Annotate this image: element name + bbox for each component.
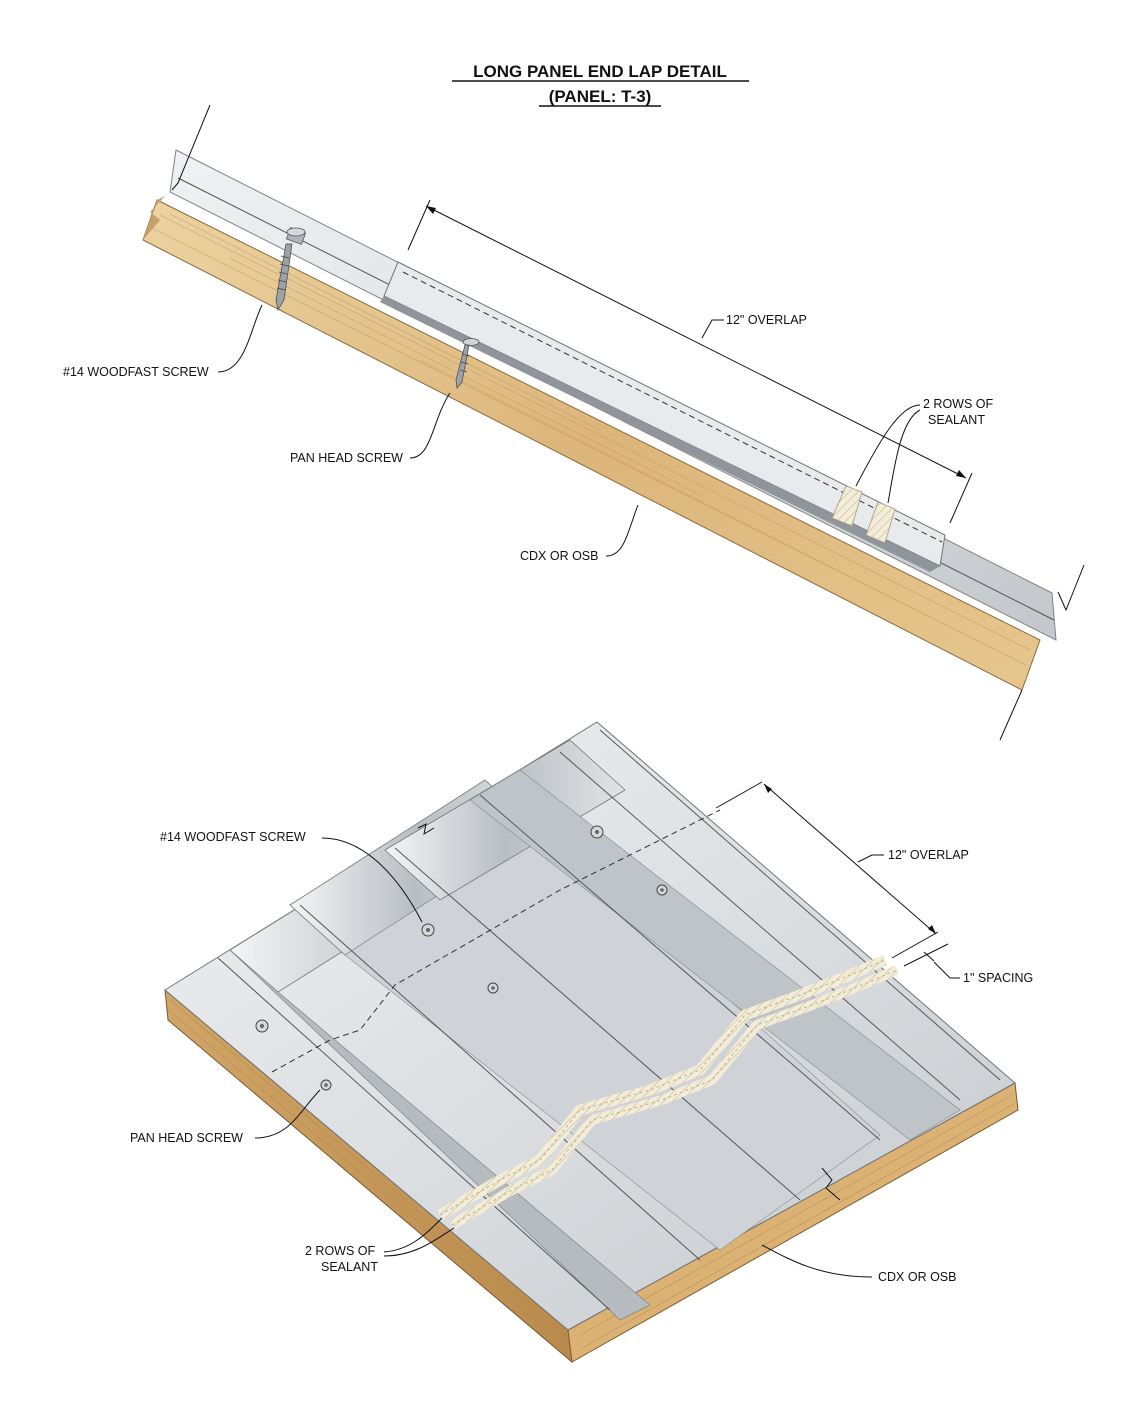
bottom-isometric-detail: #14 WOODFAST SCREW 12" OVERLAP 1" SPACIN… [130,721,1033,1364]
bottom-woodfast-screw-3 [255,1019,269,1033]
top-label-pan-head-screw: PAN HEAD SCREW [290,451,403,465]
top-upper-lap-panel [383,261,946,567]
bottom-sealant-bands [437,954,899,1230]
top-sealant-beads [831,485,896,544]
top-wood-break-left [143,196,165,240]
bottom-label-overlap: 12" OVERLAP [888,848,969,862]
top-label-overlap: 12" OVERLAP [726,313,807,327]
title-line-2: (PANEL: T-3) [549,87,652,106]
bottom-screw-heads [255,825,668,1091]
bottom-wood-grain [167,999,1015,1351]
bottom-break-top [417,823,435,836]
top-woodfast-screw [275,227,307,311]
bottom-fastener-line [271,809,721,1073]
bottom-pan-head-screw-3 [656,884,668,896]
bottom-label-sealant-line-2: SEALANT [321,1260,378,1274]
bottom-label-woodfast-screw: #14 WOODFAST SCREW [160,830,306,844]
bottom-woodfast-screw-2 [590,825,604,839]
top-label-sealant-line-1: 2 ROWS OF [923,397,994,411]
top-wood-grain [151,213,1031,666]
bottom-woodfast-screw-1 [421,923,435,937]
top-label-substrate: CDX OR OSB [520,549,599,563]
bottom-label-substrate: CDX OR OSB [878,1270,957,1284]
bottom-panel-ribs [217,729,1001,1321]
top-label-woodfast-screw: #14 WOODFAST SCREW [63,365,209,379]
bottom-pan-head-screw-1 [320,1079,332,1091]
top-pan-head-screw [455,338,480,389]
drawing-title: LONG PANEL END LAP DETAIL (PANEL: T-3) [452,62,749,107]
bottom-pan-head-screw-2 [487,982,499,994]
bottom-label-spacing: 1" SPACING [963,971,1033,985]
top-label-sealant-line-2: SEALANT [928,413,985,427]
bottom-label-pan-head-screw: PAN HEAD SCREW [130,1131,243,1145]
top-section-detail: #14 WOODFAST SCREW PAN HEAD SCREW 12" OV… [63,104,1085,741]
bottom-break-notch [821,1167,841,1201]
title-line-1: LONG PANEL END LAP DETAIL [473,62,727,81]
bottom-label-sealant-line-1: 2 ROWS OF [305,1244,376,1258]
